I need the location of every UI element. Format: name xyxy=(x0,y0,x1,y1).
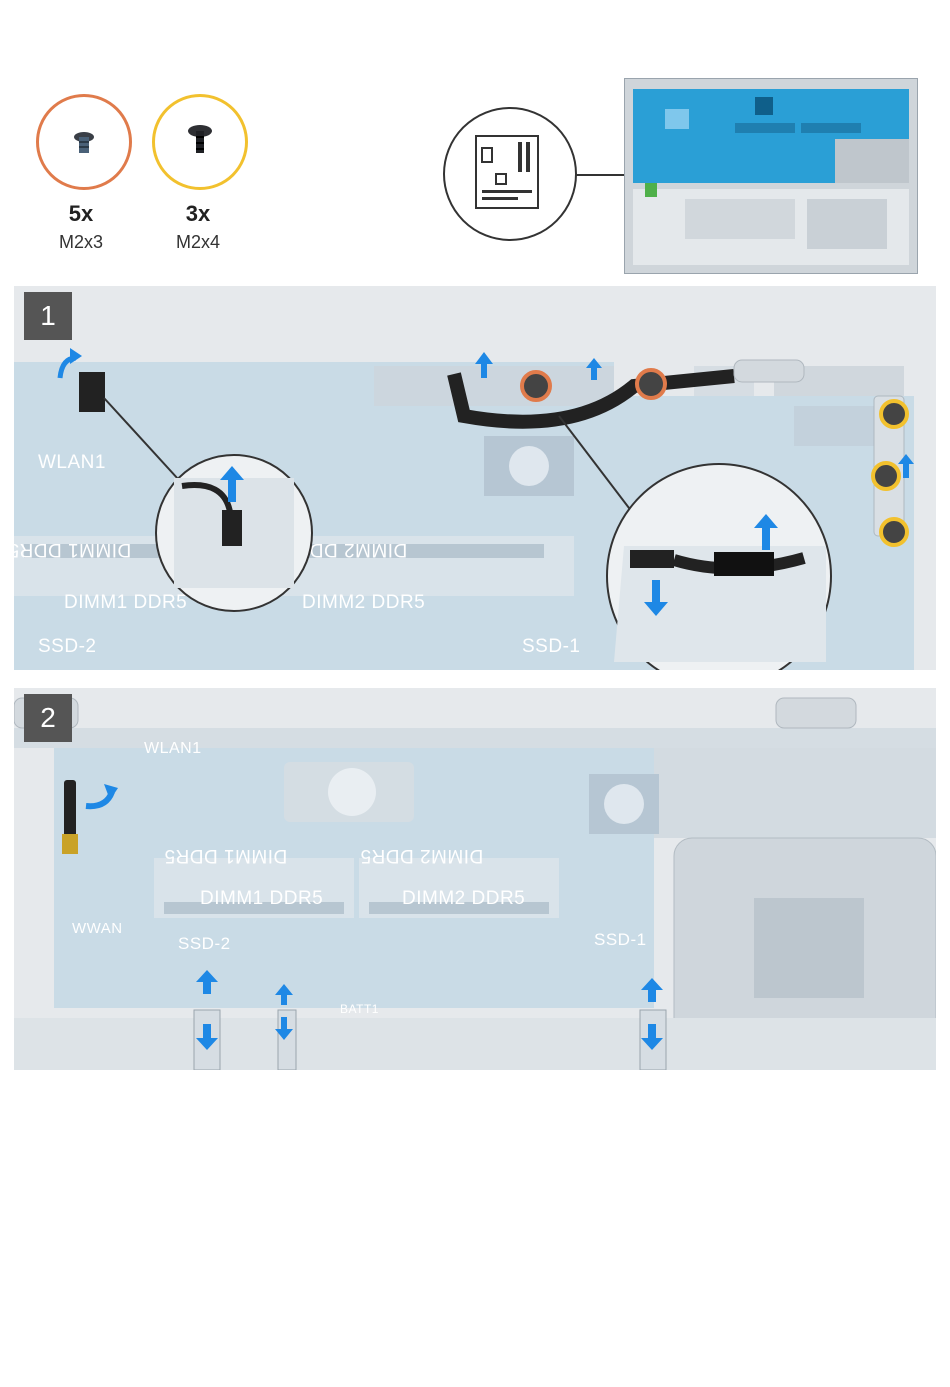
step-2-panel: WLAN1 DIMM1 DDR5 DIMM2 DDR5 DIMM1 DDR5 D… xyxy=(14,688,936,1070)
arrow-up-icon xyxy=(196,970,663,1005)
step-1-annotations xyxy=(14,286,936,670)
step-1-badge: 1 xyxy=(24,292,72,340)
step-2-annotations xyxy=(14,688,936,1070)
screw-m2x4-icon xyxy=(873,401,907,545)
screw-size-m2x4: M2x4 xyxy=(148,232,248,253)
screw-count-m2x4: 3x xyxy=(148,201,248,227)
motherboard-callout xyxy=(440,104,590,259)
system-overview-image xyxy=(624,78,918,274)
screw-size-m2x3: M2x3 xyxy=(31,232,131,253)
arrow-down-icon xyxy=(196,1017,663,1050)
board-overview-graphic xyxy=(625,79,917,273)
screw-count-m2x3: 5x xyxy=(31,201,131,227)
screw-m2x4-ring xyxy=(152,94,248,190)
screw-icon xyxy=(39,97,129,187)
motherboard-icon xyxy=(440,104,590,254)
screw-icon xyxy=(155,97,245,187)
step-2-badge: 2 xyxy=(24,694,72,742)
screw-m2x3-ring xyxy=(36,94,132,190)
step-1-panel: WLAN1 DIMM1 DDR5 DIMM2 DDR5 DIMM1 DDR5 D… xyxy=(14,286,936,670)
